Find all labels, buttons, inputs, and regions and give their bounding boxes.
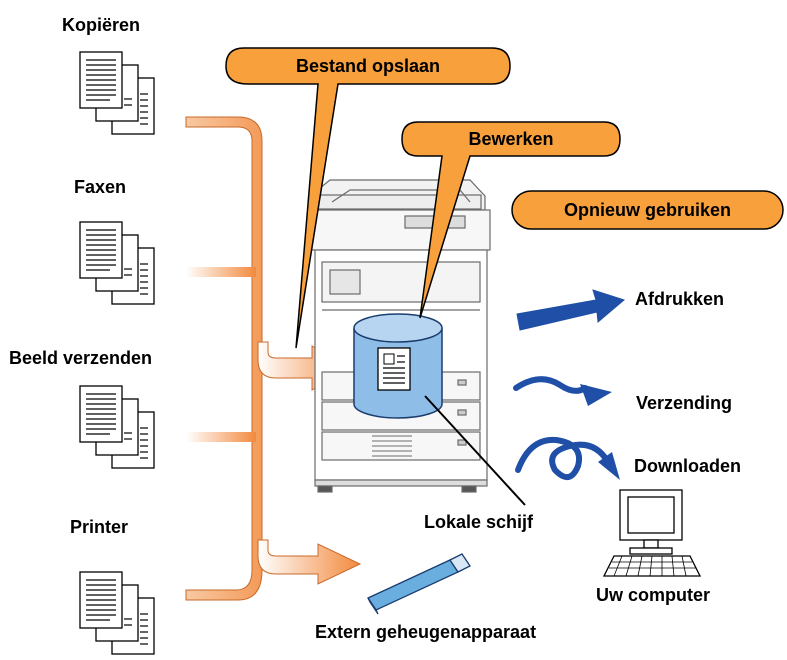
external-memory-label: Extern geheugenapparaat (315, 622, 537, 642)
computer-label: Uw computer (596, 585, 711, 605)
local-disk-leader-line (424, 395, 526, 506)
usb-drive-icon (367, 553, 471, 615)
source-label-printer: Printer (70, 517, 129, 537)
hard-disk-icon (353, 313, 443, 419)
output-label-print: Afdrukken (635, 289, 725, 309)
print-arrow-icon (516, 289, 626, 331)
output-label-send: Verzending (636, 393, 733, 413)
local-disk-label: Lokale schijf (424, 512, 534, 532)
source-label-fax: Faxen (74, 177, 127, 197)
document-stack-icon (79, 385, 155, 469)
callout-save (225, 47, 511, 349)
document-stack-icon (79, 51, 155, 135)
callout-reuse-label: Opnieuw gebruiken (563, 200, 732, 220)
download-arrowhead-icon (598, 452, 620, 480)
download-arrow-icon (515, 436, 611, 480)
source-label-image-send: Beeld verzenden (9, 348, 153, 368)
source-label-copy: Kopiëren (62, 15, 141, 35)
computer-icon (602, 489, 702, 577)
callout-edit (401, 121, 621, 319)
callout-edit-label: Bewerken (468, 129, 554, 149)
document-stack-icon (79, 571, 155, 655)
document-stack-icon (79, 221, 155, 305)
callout-reuse (511, 190, 784, 230)
output-label-download: Downloaden (634, 456, 741, 476)
send-arrow-icon (513, 376, 588, 394)
send-arrowhead-icon (580, 384, 612, 406)
callout-save-label: Bestand opslaan (295, 56, 441, 76)
